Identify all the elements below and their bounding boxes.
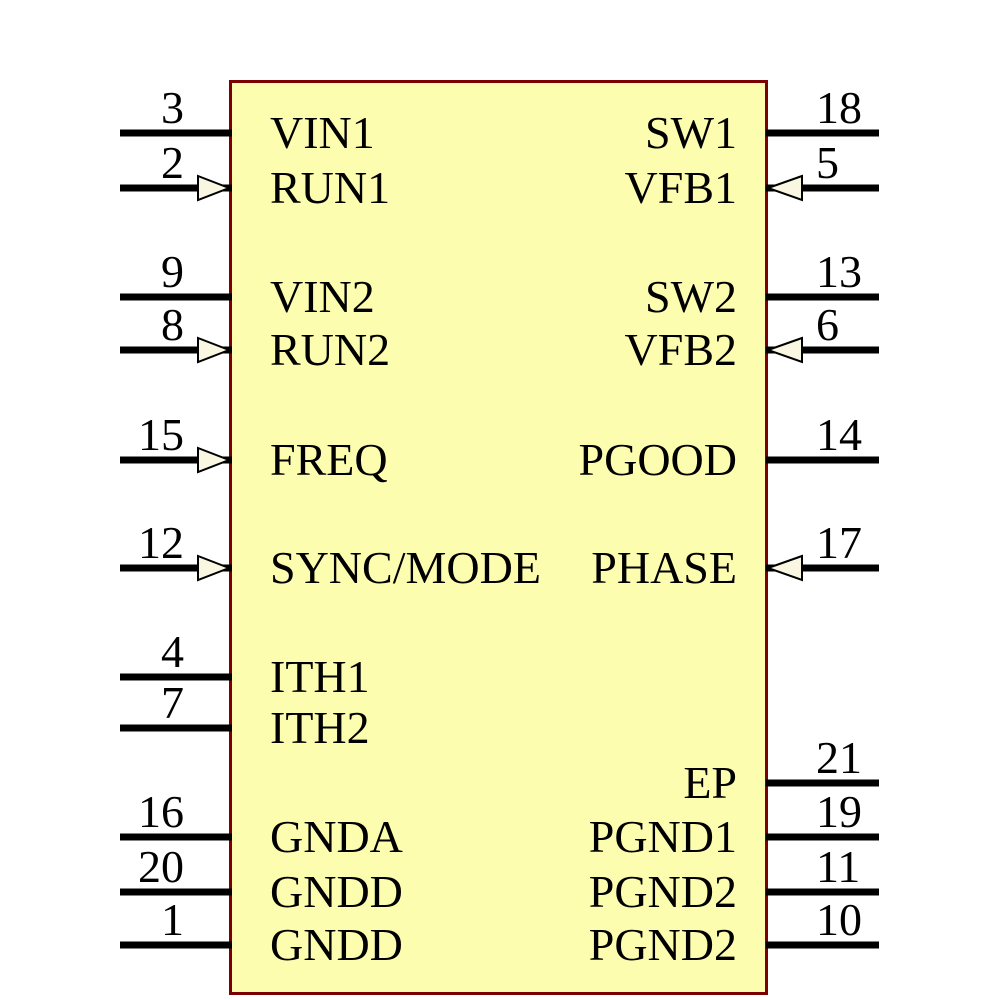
pin-label-gnda: GNDA xyxy=(270,811,403,862)
pin-number-6: 6 xyxy=(816,299,839,350)
pin-19-line xyxy=(766,833,879,841)
pin-12-line xyxy=(120,554,232,582)
pin-label-ith1: ITH1 xyxy=(270,651,370,702)
input-arrow-icon xyxy=(197,446,232,474)
pin-label-ith2: ITH2 xyxy=(270,702,370,753)
pin-15-line xyxy=(120,446,232,474)
pin-label-run2: RUN2 xyxy=(270,324,391,375)
pin-label-ep: EP xyxy=(683,757,737,808)
pin-6-line xyxy=(764,336,879,364)
pin-number-8: 8 xyxy=(161,299,184,350)
pin-label-pgnd2: PGND2 xyxy=(588,919,737,970)
pin-2-line xyxy=(120,174,232,202)
pin-label-vfb1: VFB1 xyxy=(624,162,737,213)
pin-16-line xyxy=(120,833,232,841)
pin-number-20: 20 xyxy=(138,841,184,892)
pin-label-vfb2: VFB2 xyxy=(624,324,737,375)
pin-7-line xyxy=(120,724,232,732)
input-arrow-icon xyxy=(197,174,232,202)
pin-number-21: 21 xyxy=(816,732,862,783)
pin-18-line xyxy=(766,129,879,137)
pin-14-line xyxy=(766,456,879,464)
pin-label-pgood: PGOOD xyxy=(578,434,737,485)
pin-number-3: 3 xyxy=(161,82,184,133)
pin-3-line xyxy=(120,129,232,137)
pin-label-sync-mode: SYNC/MODE xyxy=(270,542,541,593)
pin-number-18: 18 xyxy=(816,82,862,133)
pin-4-line xyxy=(120,673,232,681)
pin-20-line xyxy=(120,888,232,896)
pin-label-sw2: SW2 xyxy=(645,271,737,322)
pin-number-1: 1 xyxy=(161,894,184,945)
input-arrow-icon xyxy=(764,174,803,202)
ic-body xyxy=(229,80,768,995)
pin-number-12: 12 xyxy=(138,517,184,568)
pin-number-13: 13 xyxy=(816,246,862,297)
pin-label-phase: PHASE xyxy=(591,542,737,593)
input-arrow-icon xyxy=(764,336,803,364)
pin-number-7: 7 xyxy=(161,677,184,728)
pin-number-14: 14 xyxy=(816,409,862,460)
pin-number-11: 11 xyxy=(816,841,861,892)
pin-1-line xyxy=(120,941,232,949)
pin-label-pgnd2: PGND2 xyxy=(588,866,737,917)
input-arrow-icon xyxy=(764,554,803,582)
pin-8-line xyxy=(120,336,232,364)
pin-label-sw1: SW1 xyxy=(645,107,737,158)
pin-number-4: 4 xyxy=(161,626,184,677)
pin-number-2: 2 xyxy=(161,137,184,188)
pin-10-line xyxy=(766,941,879,949)
pin-13-line xyxy=(766,293,879,301)
pin-label-gndd: GNDD xyxy=(270,866,403,917)
pin-number-10: 10 xyxy=(816,894,862,945)
pin-number-17: 17 xyxy=(816,517,862,568)
pin-number-5: 5 xyxy=(816,137,839,188)
pin-9-line xyxy=(120,293,232,301)
pin-number-16: 16 xyxy=(138,786,184,837)
input-arrow-icon xyxy=(197,554,232,582)
pin-number-19: 19 xyxy=(816,786,862,837)
pin-label-gndd: GNDD xyxy=(270,919,403,970)
pin-label-vin2: VIN2 xyxy=(270,271,375,322)
pin-label-vin1: VIN1 xyxy=(270,107,375,158)
pin-17-line xyxy=(764,554,879,582)
pin-number-15: 15 xyxy=(138,409,184,460)
input-arrow-icon xyxy=(197,336,232,364)
pin-number-9: 9 xyxy=(161,246,184,297)
pin-21-line xyxy=(766,779,879,787)
pin-label-run1: RUN1 xyxy=(270,162,391,213)
pin-label-pgnd1: PGND1 xyxy=(588,811,737,862)
pin-5-line xyxy=(764,174,879,202)
pin-label-freq: FREQ xyxy=(270,434,388,485)
pin-11-line xyxy=(766,888,879,896)
